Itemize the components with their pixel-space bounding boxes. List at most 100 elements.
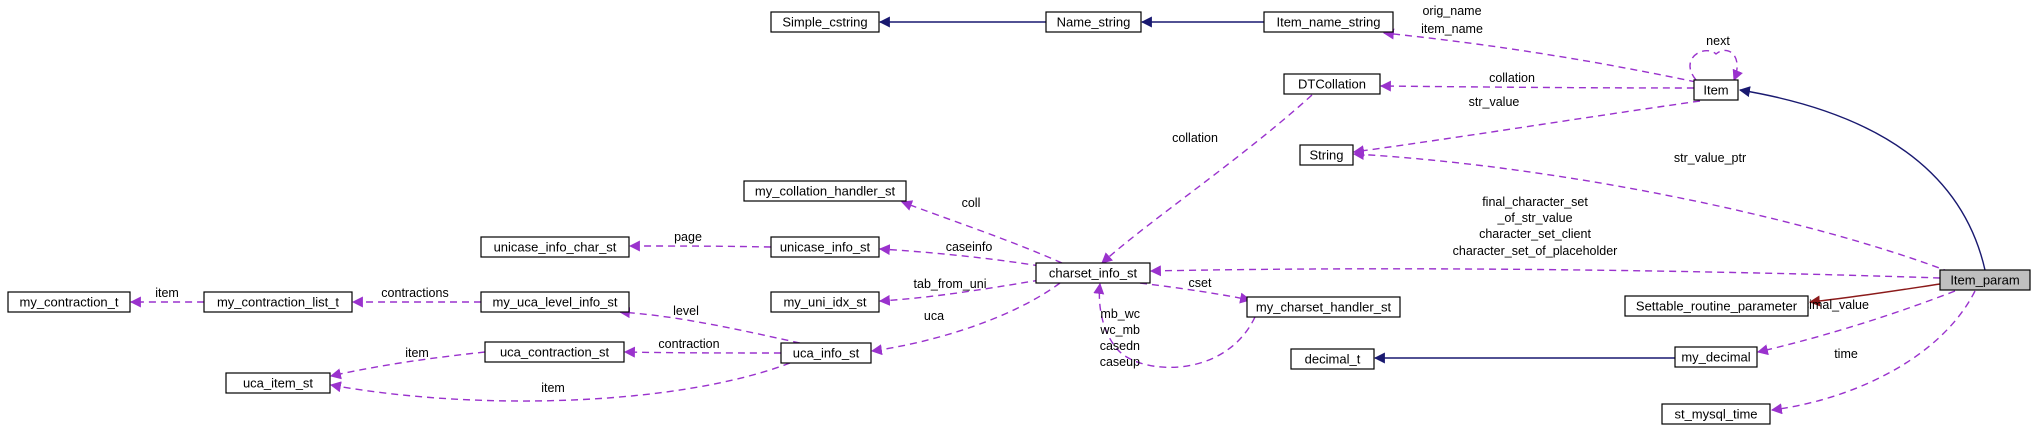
edge-e-dtc-charset: collation bbox=[1101, 94, 1313, 264]
node-box bbox=[1290, 348, 1375, 370]
edge-label: item bbox=[155, 286, 179, 300]
edge-label: item bbox=[405, 346, 429, 360]
edge-line bbox=[1738, 86, 1986, 271]
edge-label: collation bbox=[1489, 71, 1535, 85]
edge-label: _of_str_value bbox=[1496, 211, 1572, 225]
edge-label: wc_mb bbox=[1099, 323, 1140, 337]
node-item-param[interactable]: Item_param bbox=[1939, 269, 2031, 291]
node-label: my_decimal bbox=[1681, 350, 1750, 365]
edge-label: decimal_value bbox=[1789, 298, 1869, 312]
node-box bbox=[1045, 11, 1142, 33]
node-label: decimal_t bbox=[1305, 352, 1361, 367]
edge-e-list-contraction: item bbox=[129, 286, 204, 308]
node-box bbox=[1035, 262, 1151, 284]
node-string[interactable]: String bbox=[1299, 144, 1354, 166]
node-label: Item_param bbox=[1950, 273, 2019, 288]
edge-line bbox=[870, 282, 1061, 356]
node-box bbox=[480, 291, 630, 313]
node-box bbox=[780, 342, 872, 364]
node-uca-info-st[interactable]: uca_info_st bbox=[780, 342, 872, 364]
edge-label: casedn bbox=[1100, 339, 1140, 353]
node-box bbox=[1661, 403, 1771, 425]
edge-line bbox=[329, 351, 486, 380]
edge-line bbox=[1379, 80, 1695, 92]
edge-line bbox=[1101, 94, 1313, 264]
edge-label: item bbox=[541, 381, 565, 395]
node-charset-info-st[interactable]: charset_info_st bbox=[1035, 262, 1151, 284]
edge-label: tab_from_uni bbox=[914, 277, 987, 291]
edge-line bbox=[1093, 282, 1256, 369]
node-my-uca-level-info-st[interactable]: my_uca_level_info_st bbox=[480, 291, 630, 313]
node-simple-cstring[interactable]: Simple_cstring bbox=[770, 11, 880, 33]
edge-label: item_name bbox=[1421, 22, 1483, 36]
node-label: my_uni_idx_st bbox=[783, 295, 866, 310]
node-uca-item-st[interactable]: uca_item_st bbox=[225, 372, 331, 394]
node-item-name-string[interactable]: Item_name_string bbox=[1263, 11, 1394, 33]
edge-label: caseup bbox=[1100, 355, 1140, 369]
node-my-contraction-list-t[interactable]: my_contraction_list_t bbox=[203, 291, 353, 313]
node-box bbox=[743, 180, 907, 202]
node-label: my_contraction_t bbox=[20, 295, 119, 310]
node-box bbox=[1263, 11, 1394, 33]
edge-line bbox=[1139, 282, 1252, 304]
edge-line bbox=[1352, 100, 1701, 157]
edge-e-item-next: next bbox=[1689, 34, 1743, 82]
node-label: uca_info_st bbox=[793, 346, 860, 361]
node-box bbox=[1939, 269, 2031, 291]
edge-e-charset-collhandler: coll bbox=[900, 196, 1063, 264]
node-label: String bbox=[1310, 148, 1344, 163]
node-box bbox=[1246, 296, 1401, 318]
edge-label: page bbox=[674, 230, 702, 244]
edge-e-charset-uca: uca bbox=[870, 282, 1061, 356]
edge-e-uca-level: level bbox=[618, 304, 801, 344]
node-label: charset_info_st bbox=[1049, 266, 1138, 281]
node-box bbox=[770, 11, 880, 33]
edge-e-param-string: str_value_ptr bbox=[1352, 149, 1951, 273]
edge-e-charset-handler: cset bbox=[1139, 276, 1252, 304]
node-my-decimal[interactable]: my_decimal bbox=[1674, 346, 1758, 368]
edge-e-param-item bbox=[1738, 86, 1986, 271]
edge-e-item-dtc: collation bbox=[1379, 71, 1695, 92]
edge-label: level bbox=[673, 304, 699, 318]
node-my-contraction-t[interactable]: my_contraction_t bbox=[7, 291, 131, 313]
node-st-mysql-time[interactable]: st_mysql_time bbox=[1661, 403, 1771, 425]
node-unicase-info-char-st[interactable]: unicase_info_char_st bbox=[480, 236, 630, 258]
node-label: st_mysql_time bbox=[1674, 407, 1757, 422]
node-label: Simple_cstring bbox=[782, 15, 867, 30]
node-box bbox=[770, 236, 880, 258]
node-label: uca_item_st bbox=[243, 376, 313, 391]
edge-line bbox=[628, 240, 772, 252]
node-settable-routine-parameter[interactable]: Settable_routine_parameter bbox=[1624, 295, 1809, 317]
node-box bbox=[1624, 295, 1809, 317]
node-box bbox=[1283, 73, 1381, 95]
node-my-charset-handler-st[interactable]: my_charset_handler_st bbox=[1246, 296, 1401, 318]
edge-e-ucacontr-item: item bbox=[329, 346, 486, 380]
edge-e-param-charset: final_character_set_of_str_valuecharacte… bbox=[1149, 195, 1941, 279]
node-label: Item_name_string bbox=[1276, 15, 1380, 30]
edge-label: contractions bbox=[381, 286, 448, 300]
edge-label: final_character_set bbox=[1482, 195, 1588, 209]
node-label: my_charset_handler_st bbox=[1256, 300, 1392, 315]
edge-label: uca bbox=[924, 309, 944, 323]
node-uca-contraction-st[interactable]: uca_contraction_st bbox=[484, 341, 625, 363]
node-label: DTCollation bbox=[1298, 77, 1366, 92]
node-dtcollation[interactable]: DTCollation bbox=[1283, 73, 1381, 95]
edge-label: time bbox=[1834, 347, 1858, 361]
node-my-collation-handler-st[interactable]: my_collation_handler_st bbox=[743, 180, 907, 202]
node-label: unicase_info_st bbox=[780, 240, 871, 255]
edge-e-charset-uniidx: tab_from_uni bbox=[878, 277, 1041, 306]
edge-label: mb_wc bbox=[1100, 307, 1140, 321]
node-item[interactable]: Item bbox=[1693, 79, 1739, 101]
edge-e-item-string: str_value bbox=[1352, 95, 1701, 157]
edge-line bbox=[623, 346, 782, 358]
node-name-string[interactable]: Name_string bbox=[1045, 11, 1142, 33]
edge-line bbox=[1756, 290, 1956, 356]
node-box bbox=[484, 341, 625, 363]
edge-line bbox=[329, 362, 791, 402]
node-decimal-t[interactable]: decimal_t bbox=[1290, 348, 1375, 370]
node-unicase-info-st[interactable]: unicase_info_st bbox=[770, 236, 880, 258]
node-my-uni-idx-st[interactable]: my_uni_idx_st bbox=[770, 291, 880, 313]
node-box bbox=[770, 291, 880, 313]
